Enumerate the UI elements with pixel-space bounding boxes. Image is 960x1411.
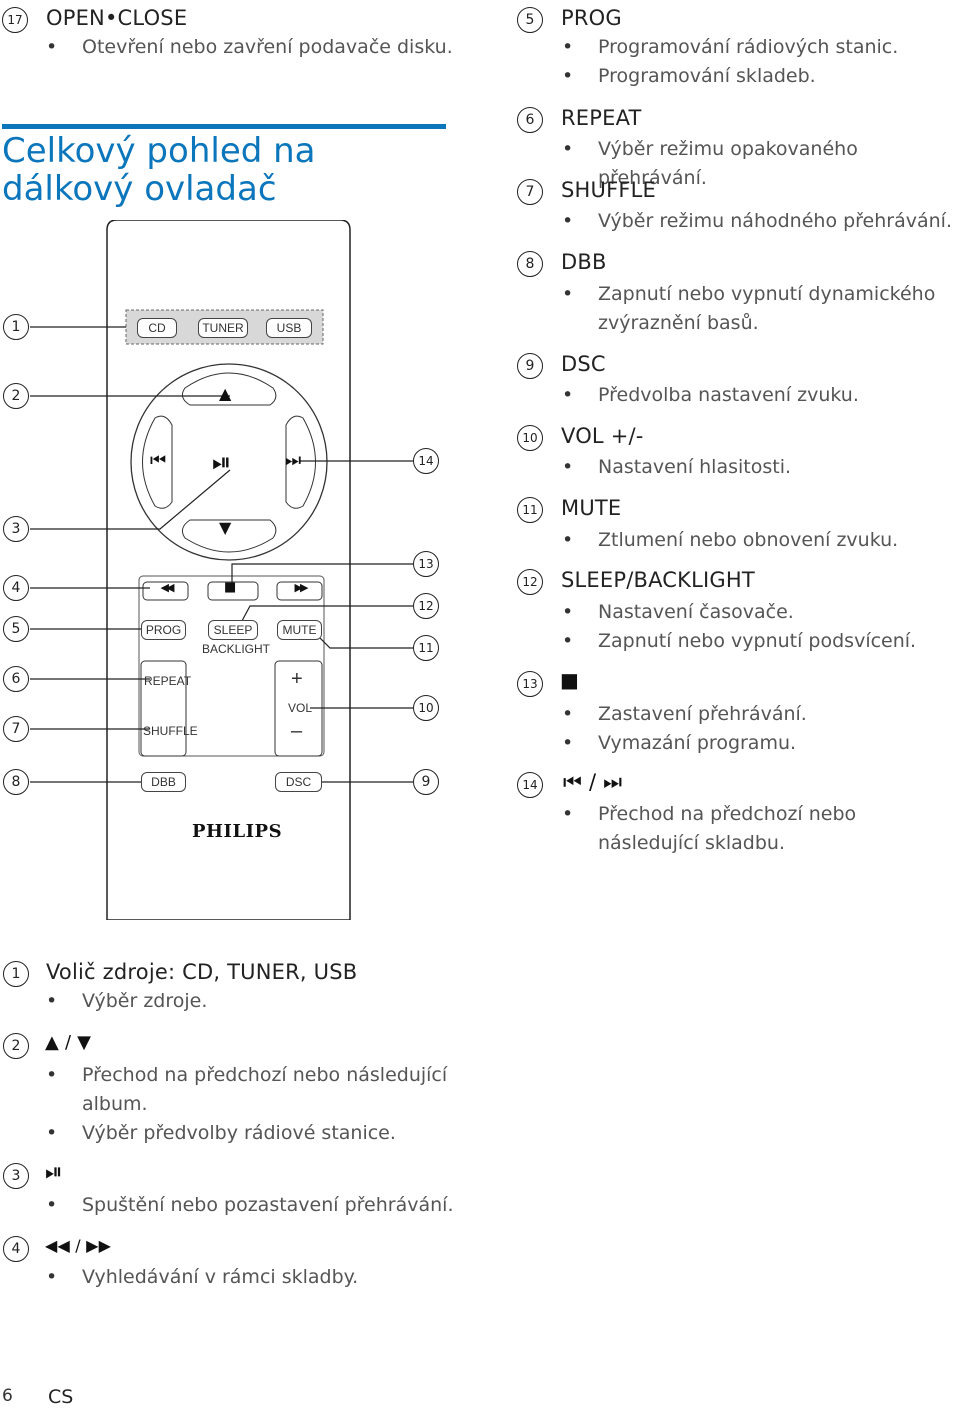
item-bullet: Přechod na předchozí nebo následující al… xyxy=(46,1061,462,1119)
callout-1: 1 xyxy=(3,314,29,340)
item-heading-prog: PROG xyxy=(561,6,622,30)
dbb-button[interactable]: DBB xyxy=(141,772,186,792)
cd-button[interactable]: CD xyxy=(137,318,177,338)
backlight-label: BACKLIGHT xyxy=(202,642,271,656)
stop-icon: ■ xyxy=(560,668,580,692)
item-heading-shuffle: SHUFFLE xyxy=(561,178,657,202)
item-bullet: Ztlumení nebo obnovení zvuku. xyxy=(562,526,898,555)
callout-9: 9 xyxy=(413,769,439,795)
callout-8: 8 xyxy=(517,251,543,277)
callout-13: 13 xyxy=(413,551,439,577)
item-bullet: Výběr zdroje. xyxy=(46,987,208,1016)
item-bullet: Výběr režimu náhodného přehrávání. xyxy=(562,207,952,236)
callout-6: 6 xyxy=(3,666,29,692)
item-bullet: Zapnutí nebo vypnutí dynamického zvýrazn… xyxy=(562,280,938,338)
callout-12: 12 xyxy=(413,593,439,619)
callout-3: 3 xyxy=(3,1163,29,1189)
callout-5: 5 xyxy=(3,616,29,642)
callout-5: 5 xyxy=(517,7,543,33)
item-heading-mute: MUTE xyxy=(561,496,622,520)
vol-label: VOL xyxy=(288,701,313,715)
item-bullet: Otevření nebo zavření podavače disku. xyxy=(46,33,453,62)
brand-logo: PHILIPS xyxy=(192,821,283,842)
usb-button[interactable]: USB xyxy=(266,318,312,338)
callout-7: 7 xyxy=(517,179,543,205)
item-heading-vol: VOL +/- xyxy=(561,424,644,448)
callout-13: 13 xyxy=(517,671,543,697)
callout-12: 12 xyxy=(517,569,543,595)
callout-2: 2 xyxy=(3,383,29,409)
stop-icon[interactable]: ■ xyxy=(224,580,237,595)
item-bullet: Nastavení časovače. xyxy=(562,598,794,627)
item-heading-open-close: OPEN•CLOSE xyxy=(46,6,188,30)
item-bullet: Vyhledávání v rámci skladby. xyxy=(46,1263,358,1292)
play-pause-icon: ⏯ xyxy=(45,1160,63,1185)
item-bullet: Výběr režimu opakovaného přehrávání. xyxy=(562,135,960,193)
callout-6: 6 xyxy=(517,107,543,133)
down-arrow-icon[interactable]: ▼ xyxy=(219,518,232,537)
item-bullet: Nastavení hlasitosti. xyxy=(562,453,791,482)
callout-2: 2 xyxy=(3,1033,29,1059)
up-arrow-icon[interactable]: ▲ xyxy=(219,384,232,403)
remote-illustration: CD TUNER USB ▲ ▼ ⏮ ⏯ ⏭ ◀◀ ■ ▶▶ PROG SLEE… xyxy=(0,220,470,920)
rewind-icon[interactable]: ◀◀ xyxy=(160,581,175,594)
item-heading-dsc: DSC xyxy=(561,352,606,376)
play-pause-icon[interactable]: ⏯ xyxy=(212,448,232,476)
page-number: 6 xyxy=(2,1386,13,1406)
item-heading-repeat: REPEAT xyxy=(561,106,642,130)
shuffle-button[interactable]: SHUFFLE xyxy=(143,724,198,738)
item-heading-source: Volič zdroje: CD, TUNER, USB xyxy=(46,960,358,984)
callout-11: 11 xyxy=(413,635,439,661)
callout-4: 4 xyxy=(3,575,29,601)
repeat-button[interactable]: REPEAT xyxy=(144,674,192,688)
item-heading-sleep-backlight: SLEEP/BACKLIGHT xyxy=(561,568,755,592)
callout-4: 4 xyxy=(3,1236,29,1262)
item-bullet: Vymazání programu. xyxy=(562,729,796,758)
vol-minus-button[interactable]: – xyxy=(291,720,303,742)
item-bullet: Přechod na předchozí nebo následující sk… xyxy=(562,800,958,858)
item-bullet: Programování rádiových stanic. xyxy=(562,33,898,62)
fast-forward-icon[interactable]: ▶▶ xyxy=(294,581,309,594)
callout-10: 10 xyxy=(413,695,439,721)
callout-7: 7 xyxy=(3,716,29,742)
rewind-forward-icon: ◀◀ / ▶▶ xyxy=(45,1236,112,1255)
up-down-icon: ▲ / ▼ xyxy=(45,1032,92,1053)
callout-17: 17 xyxy=(2,7,28,33)
prev-next-icon: ⏮ / ⏭ xyxy=(563,770,623,794)
callout-8: 8 xyxy=(3,769,29,795)
item-bullet: Výběr předvolby rádiové stanice. xyxy=(46,1119,396,1148)
item-heading-dbb: DBB xyxy=(561,250,607,274)
next-track-icon[interactable]: ⏭ xyxy=(285,450,302,471)
prev-track-icon[interactable]: ⏮ xyxy=(150,450,167,471)
prog-button[interactable]: PROG xyxy=(141,620,186,640)
remote-drawing xyxy=(30,220,413,920)
callout-1: 1 xyxy=(3,961,29,987)
item-bullet: Programování skladeb. xyxy=(562,62,816,91)
section-rule xyxy=(2,124,446,129)
item-bullet: Zastavení přehrávání. xyxy=(562,700,807,729)
callout-14: 14 xyxy=(517,772,543,798)
section-title: Celkový pohled na dálkový ovladač xyxy=(2,131,316,209)
item-bullet: Předvolba nastavení zvuku. xyxy=(562,381,859,410)
vol-plus-button[interactable]: + xyxy=(291,668,303,690)
mute-button[interactable]: MUTE xyxy=(277,620,322,640)
item-bullet: Zapnutí nebo vypnutí podsvícení. xyxy=(562,627,916,656)
language-code: CS xyxy=(48,1386,74,1408)
callout-14: 14 xyxy=(413,448,439,474)
dsc-button[interactable]: DSC xyxy=(275,772,322,792)
callout-3: 3 xyxy=(3,516,29,542)
tuner-button[interactable]: TUNER xyxy=(198,318,248,338)
item-bullet: Spuštění nebo pozastavení přehrávání. xyxy=(46,1191,453,1220)
callout-11: 11 xyxy=(517,497,543,523)
callout-9: 9 xyxy=(517,353,543,379)
callout-10: 10 xyxy=(517,425,543,451)
sleep-button[interactable]: SLEEP xyxy=(208,620,258,640)
